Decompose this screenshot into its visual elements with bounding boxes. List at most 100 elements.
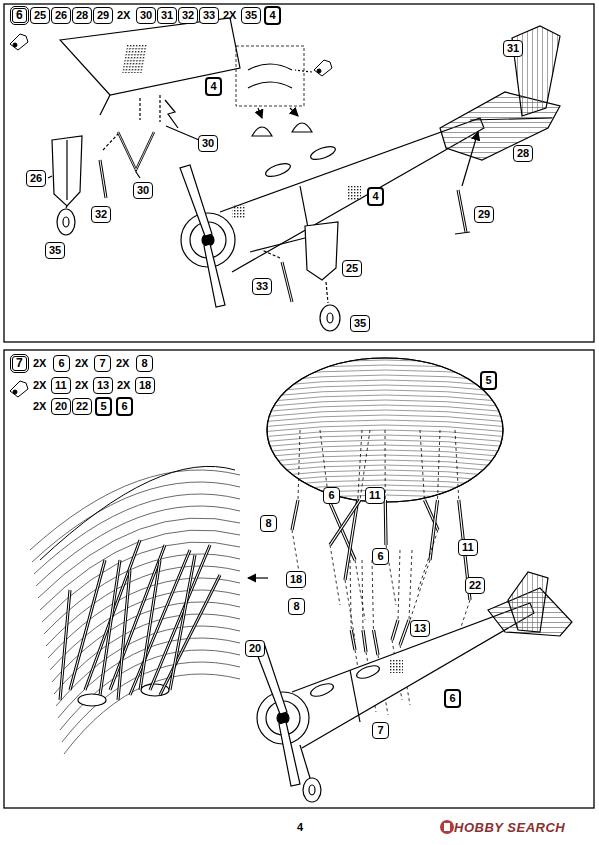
page-number: 4 <box>297 821 303 834</box>
callout-number: 28 <box>513 145 533 162</box>
callout-number: 22 <box>465 577 485 594</box>
part-number: 18 <box>290 573 302 585</box>
callout-number: 31 <box>503 40 523 57</box>
part-number: 25 <box>34 9 46 21</box>
callout-number: 5 <box>95 397 112 416</box>
part-number: 22 <box>76 400 88 412</box>
part-number: 29 <box>478 208 490 220</box>
part-number: 28 <box>517 147 529 159</box>
callout-number: 28 <box>72 7 92 24</box>
callout-number: 26 <box>26 170 46 187</box>
part-number: 11 <box>462 541 474 553</box>
part-number: 18 <box>139 379 151 391</box>
quantity-mark: 2X <box>117 9 130 22</box>
part-number: 29 <box>97 9 109 21</box>
callout-number: 13 <box>410 620 430 637</box>
watermark: HOBBY SEARCH <box>454 821 565 834</box>
part-number: 35 <box>354 317 366 329</box>
part-number: 4 <box>372 190 378 202</box>
quantity-mark: 2X <box>223 9 236 22</box>
callout-number: 29 <box>93 7 113 24</box>
callout-number: 11 <box>51 377 71 394</box>
part-number: 32 <box>182 9 194 21</box>
callout-number: 11 <box>365 487 385 504</box>
part-number: 22 <box>469 579 481 591</box>
callout-number: 20 <box>51 398 71 415</box>
callout-number: 6 <box>53 355 70 372</box>
part-number: 26 <box>30 172 42 184</box>
part-number: 32 <box>95 208 107 220</box>
part-number: 33 <box>203 9 215 21</box>
callout-number: 35 <box>241 7 261 24</box>
callout-number: 7 <box>94 355 111 372</box>
callout-number: 29 <box>474 206 494 223</box>
callout-number: 4 <box>205 77 222 96</box>
part-number: 6 <box>121 400 127 412</box>
quantity-mark: 2X <box>33 379 46 392</box>
callout-number: 8 <box>136 355 153 372</box>
callout-number: 32 <box>91 206 111 223</box>
callout-number: 26 <box>51 7 71 24</box>
part-number: 13 <box>414 622 426 634</box>
callout-number: 25 <box>30 7 50 24</box>
part-number: 6 <box>58 357 64 369</box>
part-number: 7 <box>16 356 23 370</box>
callout-number: 4 <box>367 187 384 206</box>
part-number: 8 <box>141 357 147 369</box>
quantity-mark: 2X <box>117 379 130 392</box>
part-number: 5 <box>100 400 106 412</box>
callout-number: 33 <box>199 7 219 24</box>
quantity-mark: 2X <box>33 357 46 370</box>
part-number: 13 <box>97 379 109 391</box>
callout-number: 6 <box>372 548 389 565</box>
callout-number: 30 <box>136 7 156 24</box>
part-number: 6 <box>449 692 455 704</box>
part-number: 35 <box>245 9 257 21</box>
part-number: 11 <box>55 379 67 391</box>
part-number: 6 <box>16 8 23 22</box>
callout-number: 8 <box>260 515 277 532</box>
part-number: 7 <box>377 724 383 736</box>
quantity-mark: 2X <box>75 379 88 392</box>
callout-number: 11 <box>458 539 478 556</box>
part-number: 31 <box>161 9 173 21</box>
callout-number: 30 <box>198 135 218 152</box>
callout-number: 13 <box>93 377 113 394</box>
callout-number: 22 <box>72 398 92 415</box>
callout-number: 20 <box>245 640 265 657</box>
quantity-mark: 2X <box>75 357 88 370</box>
callout-number: 32 <box>178 7 198 24</box>
part-number: 25 <box>346 262 358 274</box>
callout-number: 33 <box>252 278 272 295</box>
callout-number: 6 <box>444 689 461 708</box>
callout-number: 35 <box>350 315 370 332</box>
part-number: 30 <box>137 184 149 196</box>
callout-number: 30 <box>133 182 153 199</box>
callout-number: 5 <box>480 371 497 390</box>
part-number: 4 <box>210 80 216 92</box>
callout-number: 7 <box>10 354 29 373</box>
part-number: 5 <box>485 374 491 386</box>
quantity-mark: 2X <box>33 400 46 413</box>
part-number: 28 <box>76 9 88 21</box>
part-number: 26 <box>55 9 67 21</box>
part-number: 4 <box>269 9 275 21</box>
callout-number: 31 <box>157 7 177 24</box>
part-number: 33 <box>256 280 268 292</box>
callout-number: 6 <box>116 397 133 416</box>
part-number: 11 <box>369 489 381 501</box>
part-number: 30 <box>140 9 152 21</box>
callout-number: 25 <box>342 260 362 277</box>
callout-number: 35 <box>45 242 65 259</box>
part-number: 35 <box>49 244 61 256</box>
part-number: 8 <box>293 600 299 612</box>
callout-number: 7 <box>372 722 389 739</box>
part-number: 20 <box>249 642 261 654</box>
callout-number: 6 <box>323 487 340 504</box>
callout-number: 4 <box>264 6 281 25</box>
callout-number: 8 <box>288 598 305 615</box>
part-number: 6 <box>377 550 383 562</box>
part-number: 30 <box>202 137 214 149</box>
